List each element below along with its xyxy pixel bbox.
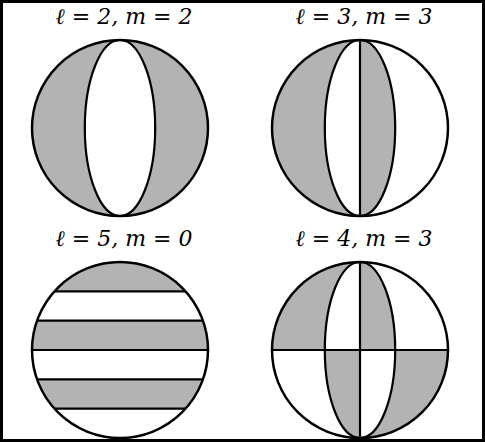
harmonic-sphere: ℓ = 5, m = 0 <box>20 226 228 440</box>
nodal-line <box>360 40 395 216</box>
sphere-outline <box>272 40 448 216</box>
nodal-line <box>120 40 155 216</box>
lobe-region <box>120 40 208 216</box>
nodal-line <box>37 378 203 380</box>
sphere-outline <box>32 40 208 216</box>
mode-label: ℓ = 3, m = 3 <box>260 4 468 30</box>
nodal-line <box>359 40 361 216</box>
nodal-line <box>54 408 185 410</box>
latitude-band <box>30 379 210 408</box>
nodal-line <box>325 40 360 216</box>
lobe-region <box>360 262 395 350</box>
harmonic-sphere: ℓ = 4, m = 3 <box>260 226 468 440</box>
sphere-pattern <box>30 262 210 438</box>
harmonic-sphere: ℓ = 2, m = 2 <box>20 4 228 220</box>
mode-label: ℓ = 4, m = 3 <box>260 226 468 252</box>
lobe-region <box>32 40 120 216</box>
mode-label: ℓ = 5, m = 0 <box>20 226 228 252</box>
sphere-ground <box>272 262 448 438</box>
sphere-drawing <box>20 4 220 220</box>
mode-label: ℓ = 2, m = 2 <box>20 4 228 30</box>
sphere-pattern <box>32 40 208 216</box>
sphere-pattern <box>272 262 448 438</box>
sphere-ground <box>32 40 208 216</box>
lobe-region <box>360 40 395 216</box>
harmonic-sphere: ℓ = 3, m = 3 <box>260 4 468 220</box>
sphere-drawing <box>260 226 460 440</box>
nodal-line <box>32 349 208 351</box>
nodal-line <box>37 320 203 322</box>
sphere-ground <box>272 40 448 216</box>
sphere-drawing <box>260 4 460 220</box>
sphere-outline <box>272 262 448 438</box>
latitude-band <box>30 291 210 320</box>
sphere-pattern <box>272 40 448 216</box>
latitude-band <box>30 321 210 350</box>
nodal-line <box>85 40 120 216</box>
sphere-drawing <box>20 226 220 440</box>
latitude-band <box>30 350 210 379</box>
sphere-outline <box>32 262 208 438</box>
lobe-region <box>325 350 360 438</box>
lobe-region <box>272 40 360 216</box>
nodal-line <box>272 349 448 351</box>
nodal-line <box>54 290 185 292</box>
